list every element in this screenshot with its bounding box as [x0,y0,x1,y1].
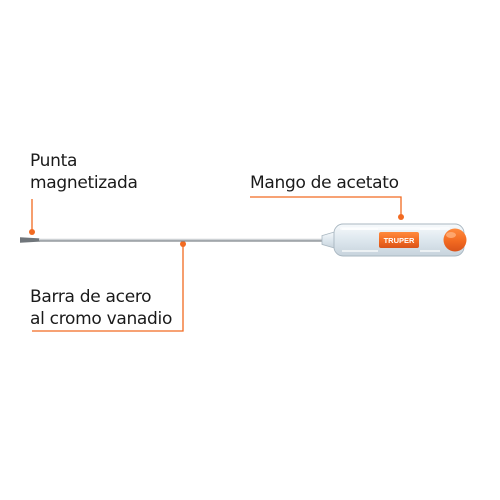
screwdriver: TRUPER [20,223,467,257]
screwdriver-shaft [39,238,325,242]
label-punta-line2: magnetizada [30,173,138,193]
screwdriver-tip [20,237,40,243]
handle-brand-band [379,232,419,248]
handle-end-cap [443,228,467,252]
leader-barra [32,241,186,332]
label-punta-line1: Punta [30,151,78,171]
brand-logo: TRUPER [384,236,415,245]
leader-mango [250,196,404,220]
label-mango-line1: Mango de acetato [250,173,399,193]
label-punta-magnetizada: Punta magnetizada [30,150,138,194]
label-barra-line2: al cromo vanadio [30,309,173,329]
label-barra-line1: Barra de acero [30,287,152,307]
leader-punta [29,199,35,235]
label-mango-de-acetato: Mango de acetato [250,172,399,194]
label-barra-de-acero: Barra de acero al cromo vanadio [30,286,172,330]
